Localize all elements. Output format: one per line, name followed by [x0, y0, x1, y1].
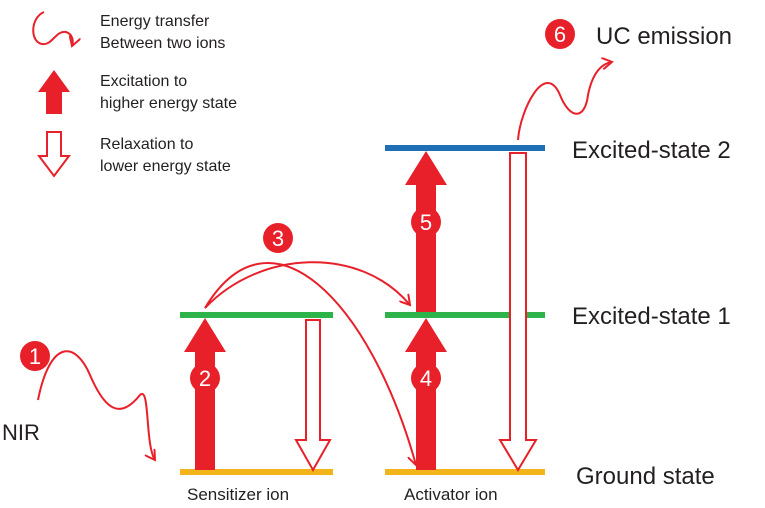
ground-state-label: Ground state — [576, 463, 715, 490]
activator-ion-label: Activator ion — [404, 485, 498, 504]
step-1-number: 1 — [29, 344, 41, 369]
step-4-badge: 4 — [411, 363, 441, 393]
sensitizer-relaxation-arrow — [294, 319, 332, 473]
step-6-number: 6 — [554, 22, 566, 47]
activator-excitation-arrow-4 — [405, 318, 447, 470]
legend-transfer-line1: Energy transfer — [100, 13, 210, 30]
legend-transfer-icon — [32, 11, 73, 46]
step-2-number: 2 — [199, 366, 211, 391]
step-5-badge: 5 — [411, 207, 441, 237]
step-6-badge: 6 — [545, 19, 575, 49]
step-4-number: 4 — [420, 366, 432, 391]
sensitizer-excitation-arrow — [184, 318, 226, 470]
sensitizer-ion-label: Sensitizer ion — [187, 485, 289, 504]
activator-relaxation-arrow — [498, 152, 538, 472]
excited-state-2-label: Excited-state 2 — [572, 137, 731, 164]
uc-emission-wave-arrow — [517, 62, 612, 141]
legend-transfer-line2: Between two ions — [100, 35, 225, 52]
step-2-badge: 2 — [190, 363, 220, 393]
legend-excitation-icon — [38, 70, 70, 114]
legend-excitation-line2: higher energy state — [100, 95, 237, 112]
uc-emission-label: UC emission — [596, 23, 732, 50]
legend-relaxation-line1: Relaxation to — [100, 136, 193, 153]
legend-excitation-line1: Excitation to — [100, 73, 187, 90]
energy-transfer-curve-ground — [204, 262, 416, 465]
energy-transfer-curve-excited — [204, 261, 410, 309]
nir-wave-arrow — [37, 350, 155, 460]
step-5-number: 5 — [420, 210, 432, 235]
legend-relaxation-icon — [37, 131, 71, 178]
legend-relaxation-line2: lower energy state — [100, 158, 231, 175]
step-3-badge: 3 — [263, 223, 293, 253]
step-1-badge: 1 — [20, 341, 50, 371]
step-3-number: 3 — [272, 226, 284, 251]
nir-label: NIR — [2, 420, 40, 445]
excited-state-1-label: Excited-state 1 — [572, 303, 731, 330]
